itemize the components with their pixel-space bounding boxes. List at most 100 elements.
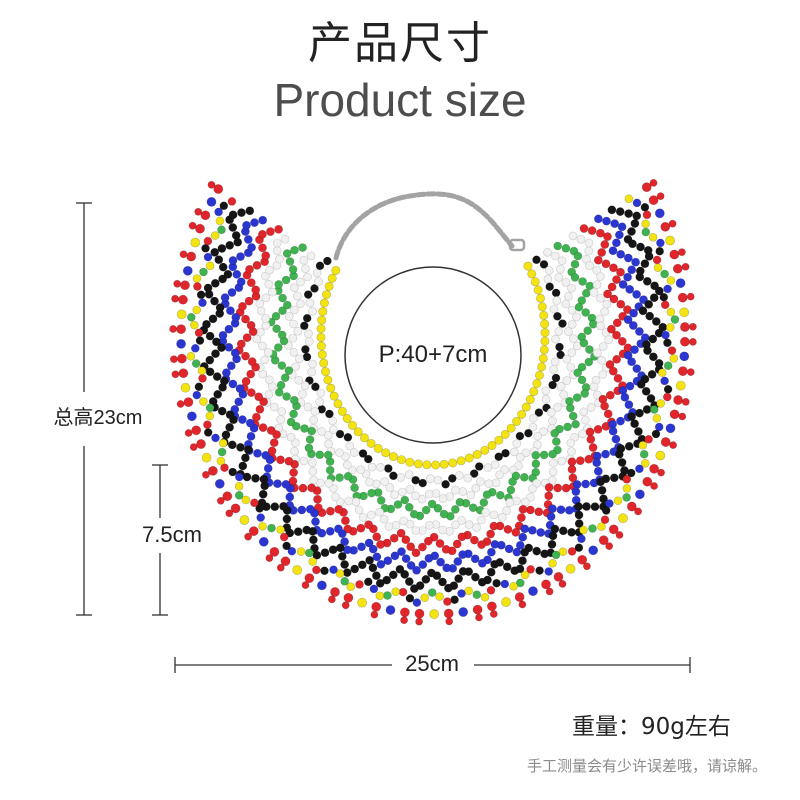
bead <box>226 361 236 371</box>
bead <box>596 293 605 303</box>
bead <box>567 305 577 315</box>
bead <box>350 564 360 574</box>
bead <box>299 255 309 265</box>
bead <box>401 554 411 563</box>
bead <box>502 562 512 572</box>
bead <box>553 572 564 582</box>
bead <box>343 592 354 603</box>
bead <box>544 491 554 501</box>
bead <box>546 407 556 417</box>
bead <box>660 221 671 232</box>
bead <box>672 263 683 274</box>
bead <box>404 577 414 586</box>
bead <box>529 387 539 397</box>
bead <box>289 395 299 405</box>
bead <box>291 362 300 371</box>
bead <box>657 368 667 378</box>
bead <box>393 500 403 509</box>
bead <box>584 454 594 464</box>
bead <box>195 336 205 345</box>
bead <box>581 479 590 489</box>
bead <box>574 302 584 312</box>
bead <box>569 334 578 343</box>
bead <box>318 307 328 317</box>
bead <box>195 223 205 234</box>
bead <box>302 313 312 323</box>
bead <box>290 283 299 293</box>
bead <box>383 464 393 473</box>
bead <box>623 272 632 282</box>
bead <box>469 469 479 478</box>
bead <box>287 546 297 556</box>
bead <box>574 502 583 511</box>
bead <box>624 400 634 410</box>
bead <box>608 366 618 376</box>
bead <box>205 411 215 421</box>
bead <box>566 362 576 372</box>
bead <box>183 397 194 407</box>
bead <box>439 459 449 469</box>
bead <box>219 201 229 211</box>
bead <box>421 505 431 515</box>
bead <box>441 479 450 489</box>
bead <box>331 492 340 502</box>
bead <box>583 326 593 336</box>
bead <box>573 251 583 261</box>
bead <box>481 508 491 517</box>
bead <box>657 468 665 477</box>
bead <box>433 475 443 485</box>
bead <box>558 526 568 536</box>
bead <box>228 223 238 232</box>
bead <box>281 479 291 489</box>
bead <box>415 617 423 626</box>
bead <box>579 407 589 417</box>
bead <box>409 584 419 593</box>
bead <box>553 311 562 321</box>
bead <box>258 423 268 432</box>
bead <box>580 389 590 398</box>
bead <box>544 567 554 576</box>
bead <box>298 389 307 399</box>
bead <box>370 610 379 619</box>
bead <box>282 514 292 524</box>
bead <box>258 243 267 253</box>
bead <box>477 515 486 525</box>
bead <box>171 370 180 379</box>
bead <box>561 244 571 253</box>
bead <box>565 403 575 413</box>
bead <box>574 543 584 553</box>
bead <box>640 203 650 212</box>
bead <box>256 513 266 522</box>
weight-label: 重量：90g左右 <box>572 714 731 740</box>
bead <box>319 298 329 308</box>
bead <box>550 357 560 367</box>
bead <box>290 446 299 456</box>
bead <box>284 366 294 375</box>
bead <box>458 550 467 559</box>
bead <box>649 352 658 362</box>
measurement-note: 手工测量会有少许误差哦，请谅解。 <box>527 757 768 775</box>
bead <box>613 373 623 383</box>
bead <box>411 526 421 535</box>
bead <box>242 333 252 343</box>
bead <box>245 418 255 428</box>
bead <box>618 280 628 289</box>
bead <box>534 507 544 517</box>
bead <box>549 304 559 314</box>
bead <box>584 238 594 248</box>
bead <box>406 561 416 570</box>
bead <box>669 409 680 420</box>
bead <box>556 505 566 515</box>
bead <box>528 422 538 432</box>
bead <box>355 580 364 589</box>
bead <box>641 182 652 193</box>
bead <box>302 525 312 535</box>
bead <box>210 247 220 257</box>
bead <box>622 474 632 484</box>
bead <box>680 336 690 347</box>
bead <box>390 551 400 561</box>
bead <box>505 498 515 507</box>
bead <box>288 333 298 343</box>
bead <box>540 336 550 346</box>
bead <box>320 566 329 576</box>
